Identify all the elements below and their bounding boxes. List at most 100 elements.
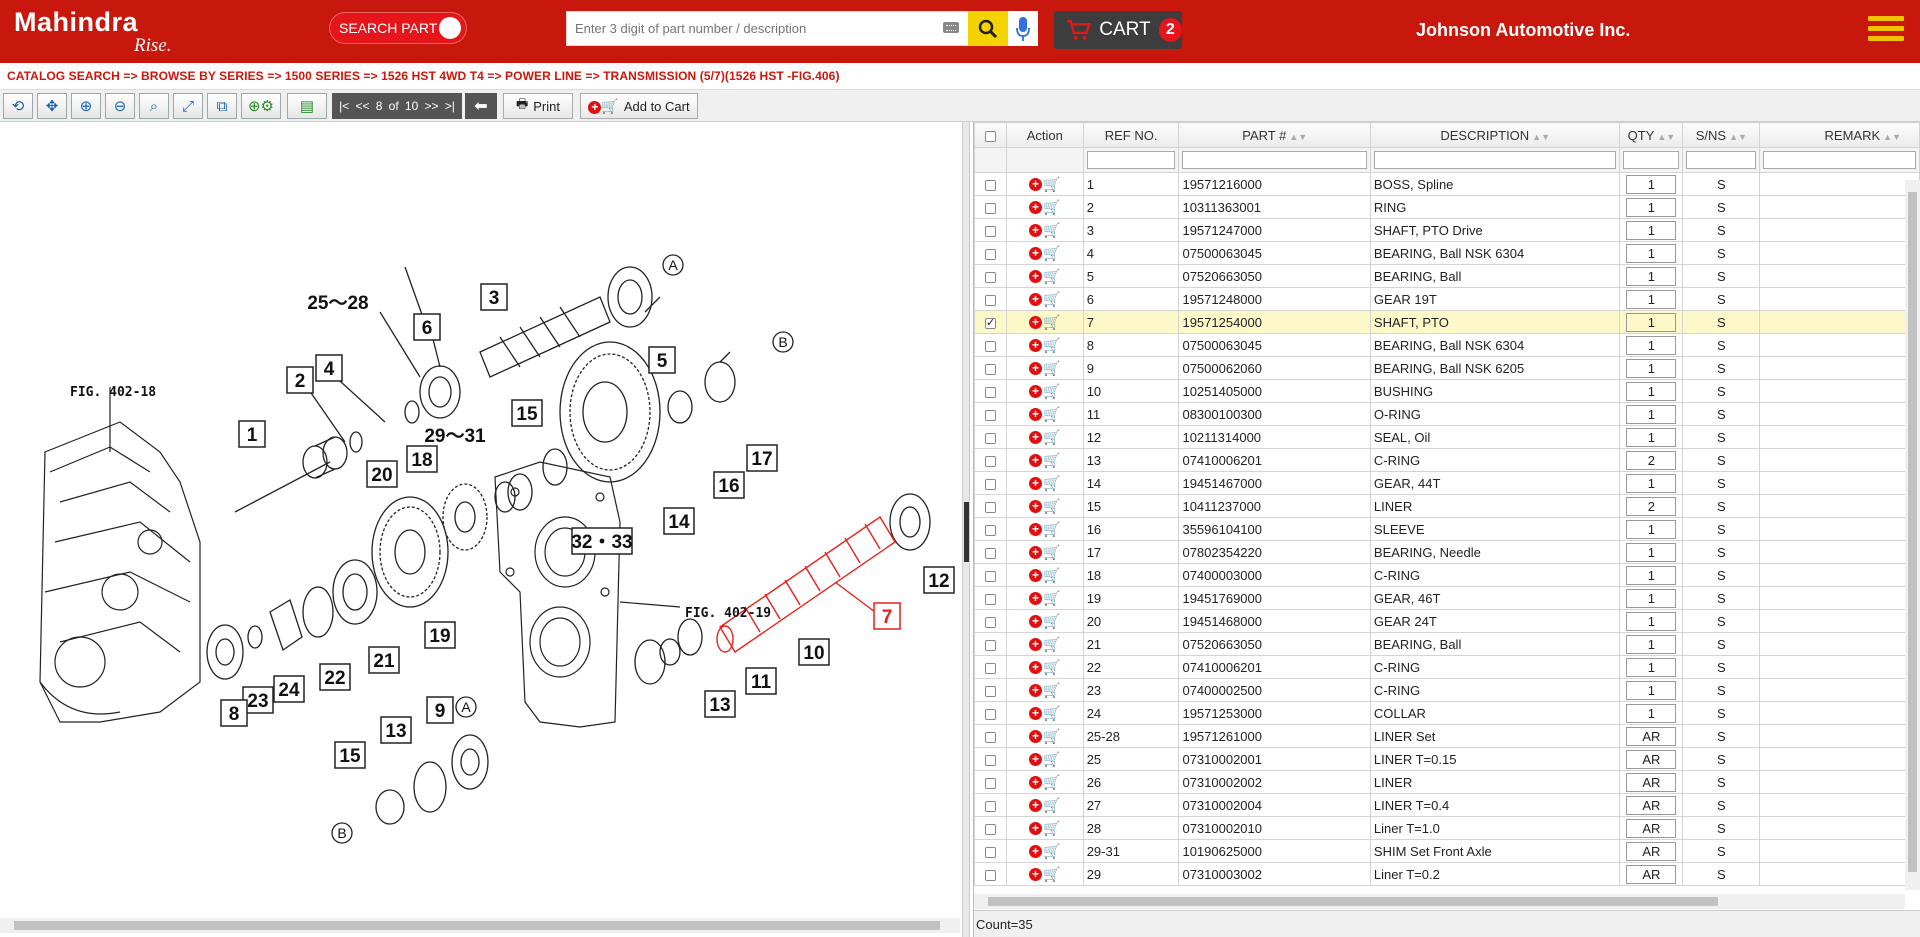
qty-input[interactable]: 2 (1626, 496, 1677, 516)
row-checkbox[interactable] (984, 524, 996, 536)
ref-label-1[interactable]: 3 (480, 283, 508, 311)
cart-button[interactable]: CART 2 (1054, 11, 1182, 49)
row-checkbox[interactable] (984, 316, 996, 329)
add-to-cart-action[interactable]: +🛒 (1029, 498, 1061, 515)
qty-input[interactable]: 1 (1626, 174, 1677, 194)
row-checkbox[interactable] (984, 340, 996, 352)
ref-label-19[interactable]: 23 (242, 686, 274, 714)
row-checkbox[interactable] (984, 179, 996, 191)
pan-button[interactable]: ✥ (37, 93, 67, 119)
crop-button[interactable]: ⧉ (207, 93, 237, 119)
add-to-cart-action[interactable]: +🛒 (1029, 843, 1061, 860)
row-checkbox[interactable] (984, 271, 996, 283)
ref-label-7[interactable]: 15 (511, 399, 543, 427)
zoom-in-button[interactable]: ⊕ (71, 93, 101, 119)
add-to-cart-action[interactable]: +🛒 (1029, 705, 1061, 722)
column-header-ref[interactable]: REF NO. (1082, 122, 1180, 148)
add-to-cart-action[interactable]: +🛒 (1029, 337, 1061, 354)
add-to-cart-action[interactable]: +🛒 (1029, 291, 1061, 308)
row-checkbox[interactable] (984, 432, 996, 444)
fit-screen-button[interactable]: ⤢ (173, 93, 203, 119)
qty-input[interactable]: 2 (1626, 450, 1677, 470)
qty-input[interactable]: AR (1626, 841, 1677, 861)
qty-input[interactable]: AR (1626, 818, 1677, 838)
qty-input[interactable]: 1 (1626, 703, 1677, 723)
column-header-qty[interactable]: QTY▲▼ (1619, 122, 1684, 148)
add-to-cart-action[interactable]: +🛒 (1029, 682, 1061, 699)
qty-input[interactable]: 1 (1626, 243, 1677, 263)
qty-input[interactable]: 1 (1626, 220, 1677, 240)
qty-input[interactable]: AR (1626, 864, 1677, 884)
row-checkbox[interactable] (984, 846, 996, 858)
add-to-cart-action[interactable]: +🛒 (1029, 429, 1061, 446)
part-filter-input[interactable] (1182, 151, 1367, 169)
add-to-cart-action[interactable]: +🛒 (1029, 590, 1061, 607)
ref-label-16[interactable]: 21 (368, 646, 400, 674)
next-page-button[interactable]: >> (424, 99, 439, 113)
diagram-horizontal-scrollbar[interactable] (0, 918, 960, 933)
ref-label-26[interactable]: 11 (745, 667, 777, 695)
ref-label-25[interactable]: 10 (798, 638, 830, 666)
ref-filter-input[interactable] (1086, 151, 1176, 169)
ref-label-23[interactable]: 15 (334, 741, 366, 769)
qty-input[interactable]: 1 (1626, 404, 1677, 424)
qty-input[interactable]: 1 (1626, 634, 1677, 654)
row-checkbox[interactable] (984, 386, 996, 398)
menu-icon[interactable] (1868, 16, 1904, 46)
column-header-description[interactable]: DESCRIPTION▲▼ (1369, 122, 1621, 148)
ref-label-24[interactable]: 7 (873, 602, 901, 630)
keyboard-icon[interactable] (943, 22, 959, 33)
row-checkbox[interactable] (984, 570, 996, 582)
select-all-header[interactable] (974, 122, 1007, 148)
remark-filter-input[interactable] (1763, 151, 1916, 169)
qty-input[interactable]: 1 (1626, 358, 1677, 378)
last-page-button[interactable]: >| (444, 99, 455, 113)
row-checkbox[interactable] (984, 202, 996, 214)
add-to-cart-action[interactable]: +🛒 (1029, 751, 1061, 768)
add-to-cart-action[interactable]: +🛒 (1029, 728, 1061, 745)
settings-button[interactable]: ⊕⚙ (241, 93, 281, 119)
qty-input[interactable]: AR (1626, 772, 1677, 792)
column-header-part[interactable]: PART #▲▼ (1178, 122, 1371, 148)
breadcrumb[interactable]: CATALOG SEARCH => BROWSE BY SERIES => 15… (7, 69, 840, 83)
ref-label-6[interactable]: 29～31 (424, 426, 486, 447)
qty-input[interactable]: 1 (1626, 542, 1677, 562)
pane-splitter[interactable] (962, 122, 970, 937)
row-checkbox[interactable] (984, 547, 996, 559)
rotate-button[interactable]: ⟲ (3, 93, 33, 119)
qty-input[interactable]: 1 (1626, 519, 1677, 539)
row-checkbox[interactable] (984, 248, 996, 260)
current-page[interactable]: 8 (375, 99, 383, 113)
ref-label-15[interactable]: 19 (424, 621, 456, 649)
column-header-sns[interactable]: S/NS▲▼ (1682, 122, 1761, 148)
row-checkbox[interactable] (984, 823, 996, 835)
add-to-cart-action[interactable]: +🛒 (1029, 199, 1061, 216)
add-to-cart-action[interactable]: +🛒 (1029, 567, 1061, 584)
add-to-cart-action[interactable]: +🛒 (1029, 613, 1061, 630)
add-to-cart-action[interactable]: +🛒 (1029, 521, 1061, 538)
first-page-button[interactable]: |< (339, 99, 350, 113)
ref-label-14[interactable]: 32・33 (571, 527, 633, 555)
ref-label-8[interactable]: 5 (648, 346, 676, 374)
add-to-cart-action[interactable]: +🛒 (1029, 636, 1061, 653)
qty-input[interactable]: 1 (1626, 289, 1677, 309)
add-to-cart-action[interactable]: +🛒 (1029, 475, 1061, 492)
ref-label-4[interactable]: 4 (315, 354, 343, 382)
ref-label-10[interactable]: 18 (406, 445, 438, 473)
add-to-cart-action[interactable]: +🛒 (1029, 314, 1061, 331)
qty-input[interactable]: 1 (1626, 312, 1677, 332)
add-to-cart-action[interactable]: +🛒 (1029, 544, 1061, 561)
row-checkbox[interactable] (984, 478, 996, 490)
